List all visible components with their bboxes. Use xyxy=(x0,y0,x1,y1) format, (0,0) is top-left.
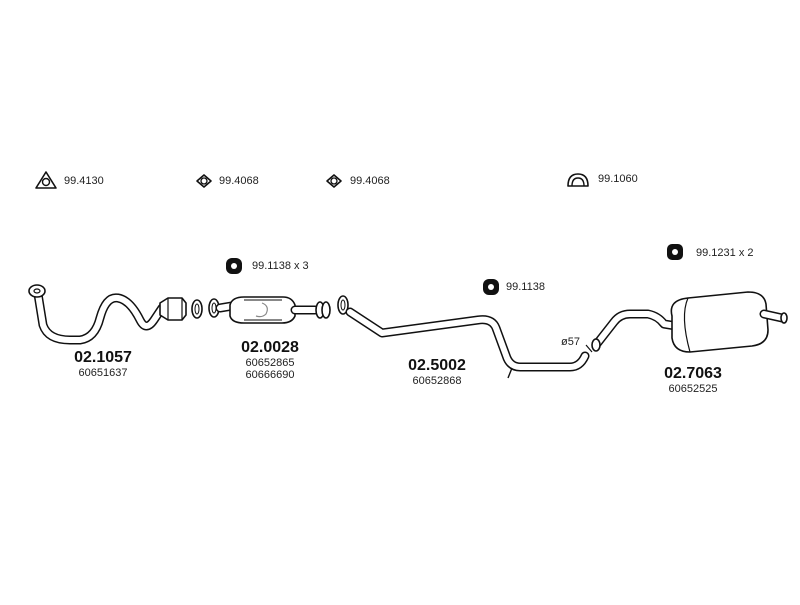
hanger-icon-99-1231-x2 xyxy=(667,244,683,260)
oe-reference: 60666690 xyxy=(245,369,295,381)
oe-reference: 60651637 xyxy=(78,367,128,379)
clamp-code-label: 99.1138 xyxy=(506,281,545,293)
part-block-catalytic-converter: 02.0028 60652865 60666690 xyxy=(215,339,325,381)
part-block-intermediate-pipe: 02.5002 60652868 xyxy=(382,357,492,387)
hanger-icon-99-1138 xyxy=(483,279,499,295)
gasket-code-label: 99.4068 xyxy=(350,175,390,187)
part-number: 02.7063 xyxy=(664,365,722,382)
gasket-code-label: 99.4130 xyxy=(64,175,104,187)
gasket-code-label: 99.1060 xyxy=(598,173,638,185)
gasket-icon-99-1060 xyxy=(567,173,589,187)
part-number: 02.5002 xyxy=(408,357,466,374)
part-block-rear-silencer: 02.7063 60652525 xyxy=(638,365,748,395)
oe-reference: 60652865 xyxy=(245,357,295,369)
rear-silencer-drawing xyxy=(591,291,788,353)
part-number: 02.0028 xyxy=(241,339,299,356)
clamp-code-label: 99.1138 x 3 xyxy=(252,260,309,272)
diameter-annotation: ø57 xyxy=(561,336,580,348)
clamp-code-label: 99.1231 x 2 xyxy=(696,247,754,259)
front-pipe-drawing xyxy=(28,284,203,345)
intermediate-pipe-drawing xyxy=(337,295,593,379)
oe-reference: 60652525 xyxy=(668,383,718,395)
catalytic-converter-drawing xyxy=(208,296,331,324)
hanger-icon-99-1138-x3 xyxy=(226,258,242,274)
oe-reference: 60652868 xyxy=(412,375,462,387)
gasket-icon-99-4068-a xyxy=(196,174,212,188)
part-block-front-pipe: 02.1057 60651637 xyxy=(48,349,158,379)
gasket-icon-99-4130 xyxy=(35,171,57,189)
gasket-code-label: 99.4068 xyxy=(219,175,259,187)
gasket-icon-99-4068-b xyxy=(326,174,342,188)
part-number: 02.1057 xyxy=(74,349,132,366)
